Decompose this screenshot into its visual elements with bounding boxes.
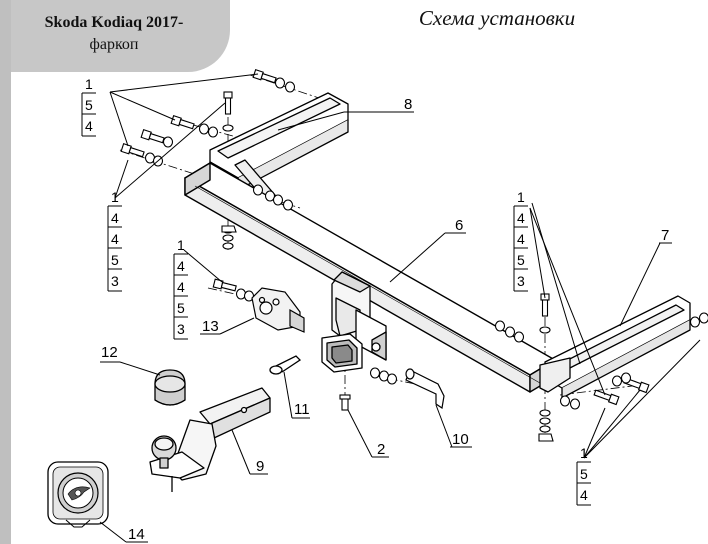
fastener-number: 4 <box>517 231 525 247</box>
callout-2: 2 <box>377 441 385 458</box>
fastener-number: 4 <box>85 118 93 134</box>
callout-13: 13 <box>202 318 219 335</box>
fastener-column-left-middle: 1 4 4 5 3 <box>107 189 122 292</box>
callout-8: 8 <box>404 96 412 113</box>
callout-14: 14 <box>128 526 145 543</box>
nuts <box>221 225 554 442</box>
callout-6: 6 <box>455 217 463 234</box>
left-border-strip <box>0 0 11 544</box>
fastener-number: 5 <box>111 252 119 268</box>
fastener-number: 3 <box>177 321 185 337</box>
crossbeam-part <box>184 162 556 393</box>
fastener-column-top-left: 1 5 4 <box>81 76 96 137</box>
electrical-socket-part <box>251 287 305 333</box>
lock-clip-part <box>269 355 302 375</box>
fastener-number: 4 <box>111 210 119 226</box>
washers <box>144 77 708 433</box>
product-name-label: фаркоп <box>89 36 139 53</box>
vehicle-model-label: Skoda Kodiaq 2017- <box>44 14 184 31</box>
callout-11: 11 <box>294 401 310 418</box>
fastener-number: 5 <box>85 97 93 113</box>
receiver-mount-part <box>321 271 387 373</box>
diagram-title: Схема установки <box>418 6 576 30</box>
callout-12: 12 <box>101 344 118 361</box>
fastener-number: 1 <box>580 445 588 461</box>
fastener-number: 5 <box>517 252 525 268</box>
hitch-pin-part <box>405 368 445 410</box>
callout-numbers: 8 6 7 13 12 11 2 10 9 14 <box>100 96 672 543</box>
fastener-column-right: 1 4 4 5 3 <box>513 189 528 292</box>
fastener-number: 4 <box>580 487 588 503</box>
fastener-number: 1 <box>177 237 185 253</box>
ball-cover-part <box>154 369 186 406</box>
fastener-number: 3 <box>517 273 525 289</box>
callout-9: 9 <box>256 458 264 475</box>
fastener-number: 1 <box>111 189 119 205</box>
fastener-number: 4 <box>177 279 185 295</box>
model-title-box: Skoda Kodiaq 2017- фаркоп <box>11 0 230 72</box>
fastener-column-socket: 1 4 4 5 3 <box>173 237 188 340</box>
fastener-number: 3 <box>111 273 119 289</box>
fastener-number: 5 <box>580 466 588 482</box>
fastener-number: 1 <box>517 189 525 205</box>
leader-lines <box>99 73 701 543</box>
callout-7: 7 <box>661 227 669 244</box>
fastener-column-bottom-right: 1 5 4 <box>576 445 591 506</box>
fastener-number: 1 <box>85 76 93 92</box>
fastener-number: 4 <box>177 258 185 274</box>
fastener-number: 5 <box>177 300 185 316</box>
fastener-number: 4 <box>111 231 119 247</box>
right-bracket-part <box>539 295 691 399</box>
fastener-number: 4 <box>517 210 525 226</box>
callout-10: 10 <box>452 431 469 448</box>
skoda-badge-part <box>47 461 109 528</box>
ball-mount-part <box>149 387 271 492</box>
